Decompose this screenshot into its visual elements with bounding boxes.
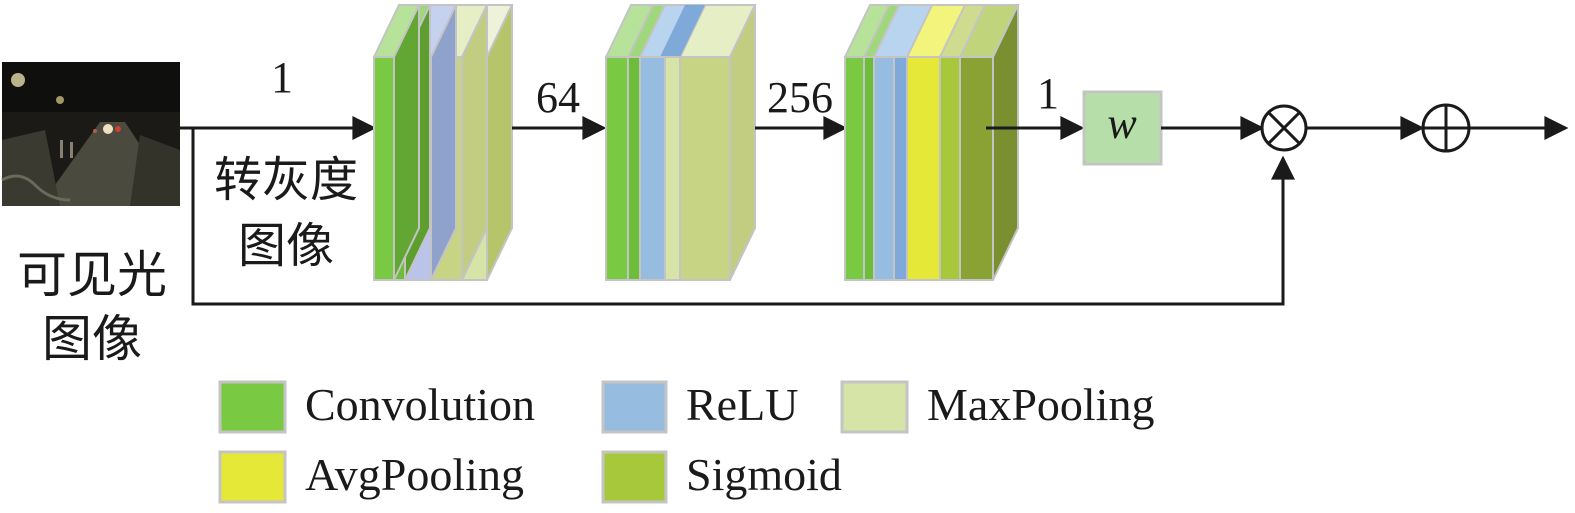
conv-block-1 [372,4,514,281]
channel-label-64: 64 [536,73,580,122]
channel-label-1-out: 1 [1037,69,1059,118]
block2-relu-layer [638,4,707,281]
block3-conv-layer-a [843,4,891,281]
weight-box: w [1082,90,1163,166]
block2-conv-layer-a [604,4,655,281]
legend-label-convolution: Convolution [305,379,535,430]
legend-item-relu: ReLU [601,379,798,434]
legend-item-avgpooling: AvgPooling [218,449,524,504]
channel-label-1: 1 [271,53,293,102]
legend-item-sigmoid: Sigmoid [601,449,842,504]
weight-label: w [1107,99,1137,148]
legend-label-sigmoid: Sigmoid [686,449,842,500]
multiply-operator-icon [1260,104,1308,152]
legend-label-avgpooling: AvgPooling [305,449,524,500]
block2-maxpooling-layer [678,4,757,281]
input-caption-line1: 可见光 [17,246,167,304]
gray-label-line2: 图像 [238,218,334,274]
legend-item-convolution: Convolution [218,379,535,434]
legend-label-relu: ReLU [686,379,798,430]
block2-conv-layer-b [626,4,667,281]
legend: Convolution ReLU MaxPooling AvgPooling S… [218,379,1154,504]
input-caption-line2: 图像 [42,310,142,368]
visible-light-image [1,62,180,206]
skip-connection-line [191,128,1295,306]
channel-label-256: 256 [767,73,833,122]
conv-block-2 [604,4,757,281]
block1-conv-layer-a [372,4,421,281]
block3-sigmoid-layer [958,4,1020,281]
legend-item-maxpooling: MaxPooling [840,379,1154,434]
gray-label-line1: 转灰度 [214,152,358,208]
add-operator-icon [1421,103,1471,153]
conv-block-3 [843,4,1020,281]
legend-label-maxpooling: MaxPooling [927,379,1154,430]
